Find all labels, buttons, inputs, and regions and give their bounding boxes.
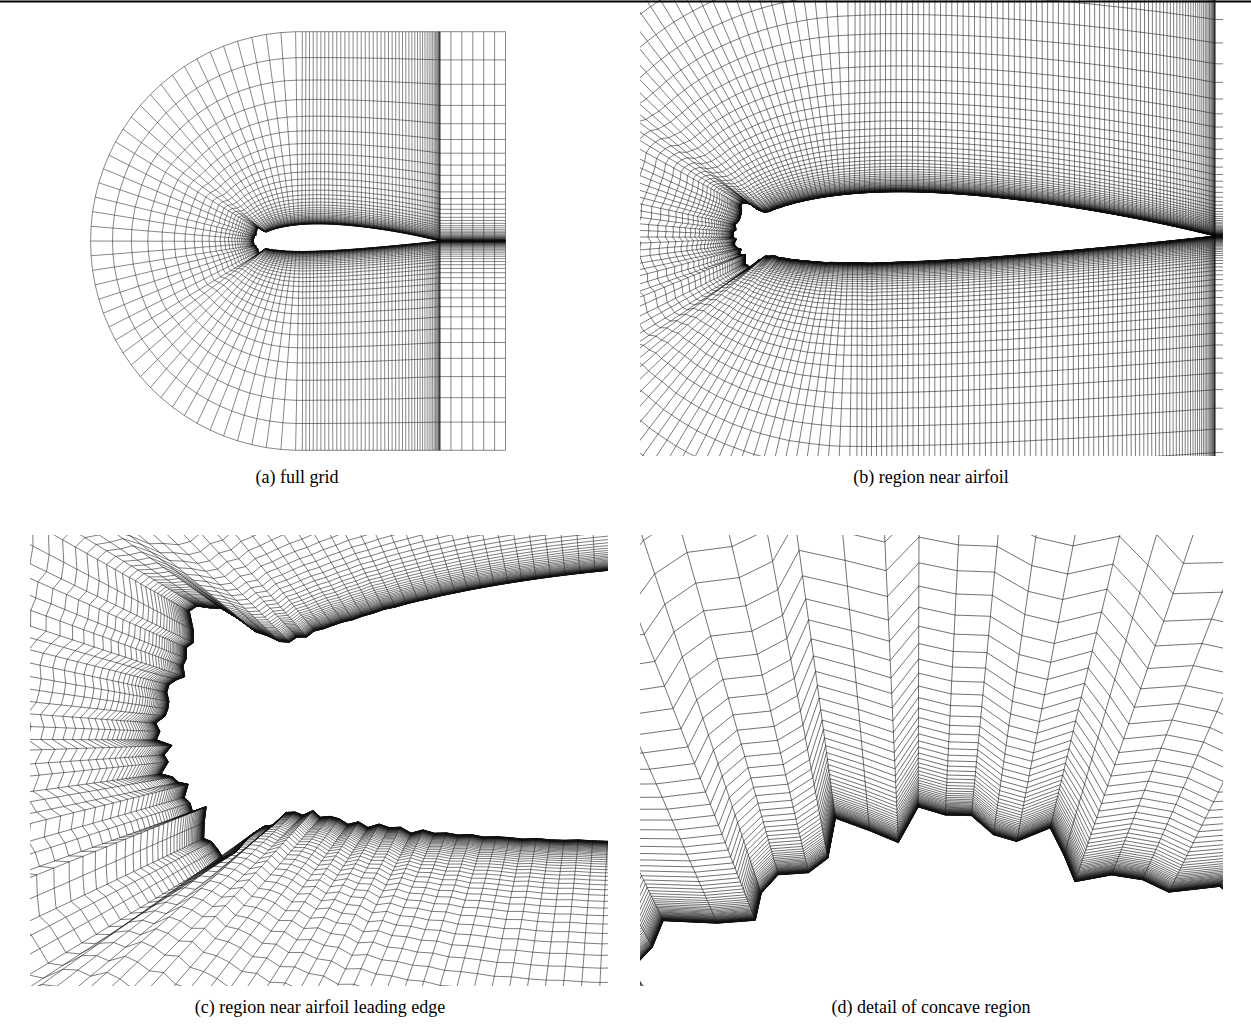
- grid-lines: [91, 32, 506, 451]
- grid-lines: [640, 0, 1223, 456]
- airfoil-grid-panel: [640, 0, 1223, 456]
- concave-region-grid-panel: [640, 535, 1223, 986]
- figure-caption: (d) detail of concave region: [832, 996, 1031, 1018]
- grid-lines: [640, 535, 1223, 986]
- figure-caption: (a) full grid: [256, 466, 339, 488]
- figure-caption: (b) region near airfoil: [853, 466, 1008, 488]
- grid-lines: [30, 535, 608, 986]
- figure-caption: (c) region near airfoil leading edge: [195, 996, 445, 1018]
- full-grid-panel: [91, 32, 506, 451]
- leading-edge-grid-panel: [30, 535, 608, 986]
